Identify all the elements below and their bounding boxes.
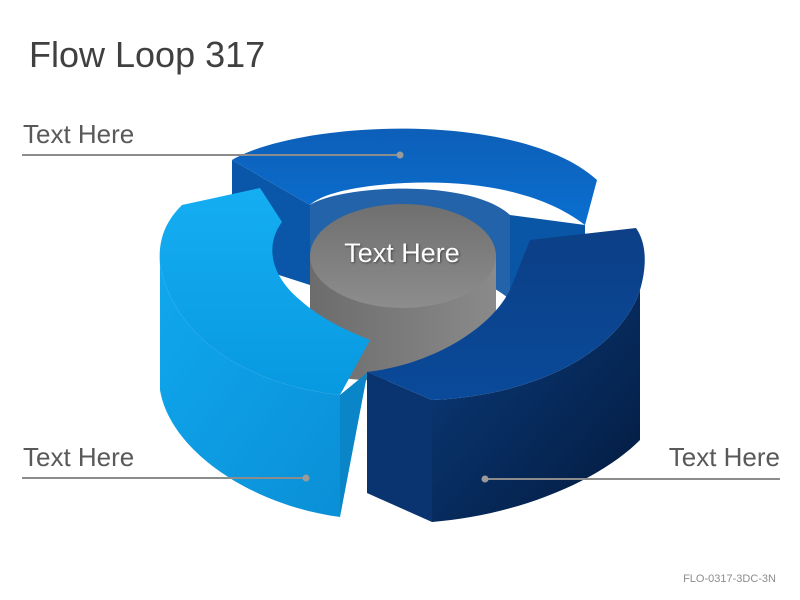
segment-right-label: Text Here: [668, 442, 780, 472]
segment-left-label: Text Here: [23, 442, 135, 472]
footer-code: FLO-0317-3DC-3N: [683, 573, 776, 585]
center-hub-label: Text Here: [344, 238, 460, 268]
segment-left: [159, 188, 370, 517]
segment-right: [367, 228, 645, 522]
segment-top-label: Text Here: [23, 119, 135, 149]
leader-line-top: [22, 151, 404, 159]
slide-title: Flow Loop 317: [29, 34, 266, 75]
leader-line-left: [22, 474, 310, 482]
leader-line-right: [481, 475, 780, 483]
